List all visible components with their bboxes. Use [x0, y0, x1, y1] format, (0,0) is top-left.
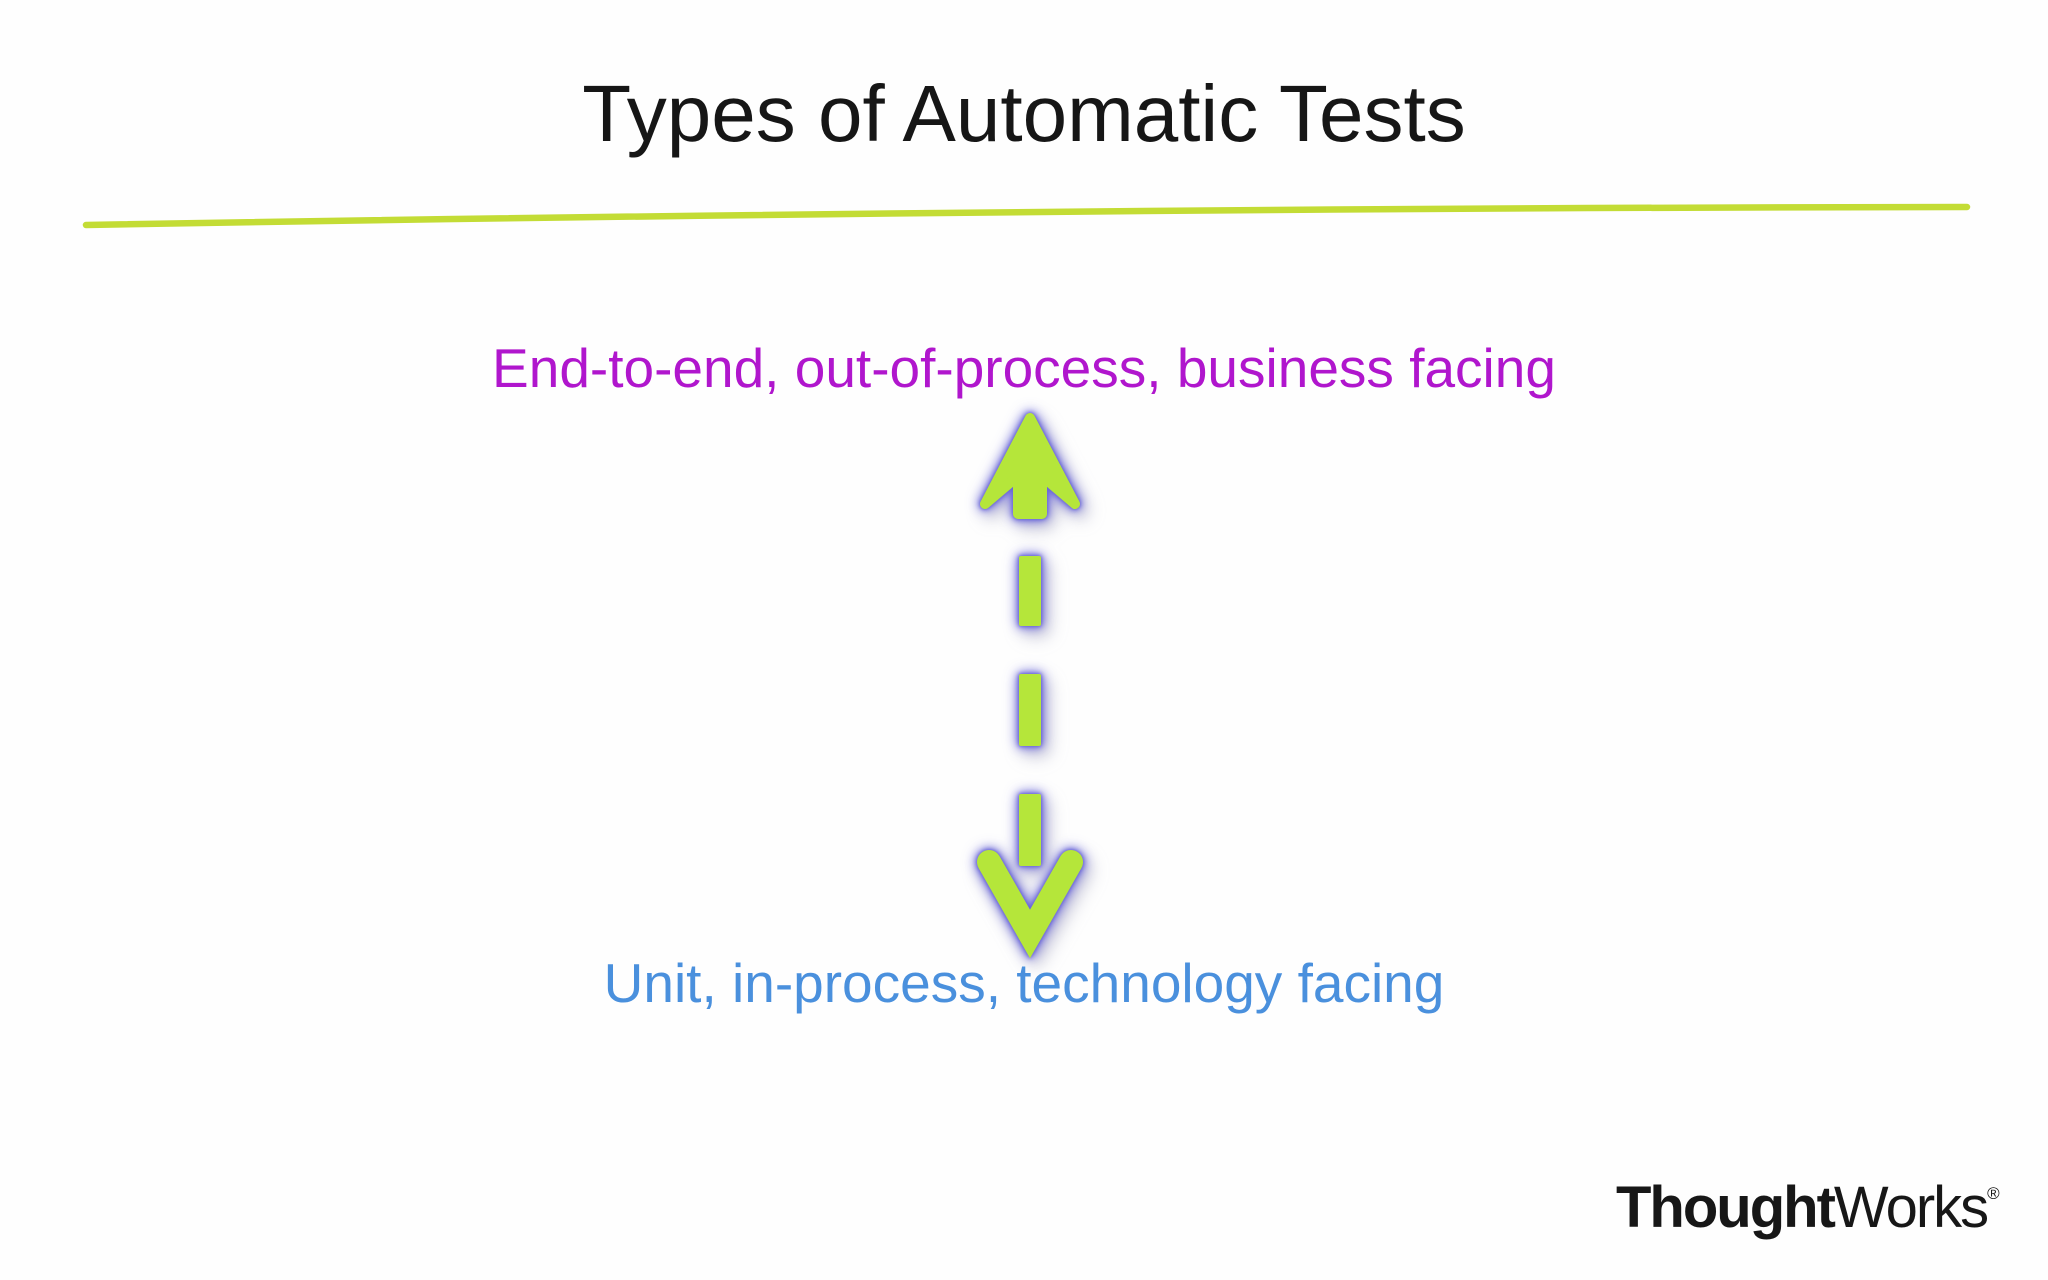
- arrow-dash-1: [1019, 556, 1041, 626]
- bottom-label-technology-facing: Unit, in-process, technology facing: [603, 952, 1445, 1014]
- underline-stroke: [82, 203, 1971, 229]
- top-label-business-facing: End-to-end, out-of-process, business fac…: [492, 337, 1556, 399]
- up-arrowhead-icon: [980, 413, 1080, 519]
- page-title: Types of Automatic Tests: [582, 69, 1466, 158]
- down-arrowhead-icon: [977, 850, 1083, 959]
- registered-trademark-icon: ®: [1987, 1184, 2000, 1203]
- title-underline: [82, 203, 1971, 229]
- arrow-dash-3: [1019, 794, 1041, 866]
- thoughtworks-logo: ThoughtWorks®: [1616, 1163, 2000, 1239]
- arrow-dash-2: [1019, 674, 1041, 746]
- logo-text-regular: Works: [1833, 1175, 1989, 1240]
- logo-text-bold: Thought: [1616, 1175, 1836, 1240]
- double-headed-dashed-arrow-icon: [977, 413, 1083, 959]
